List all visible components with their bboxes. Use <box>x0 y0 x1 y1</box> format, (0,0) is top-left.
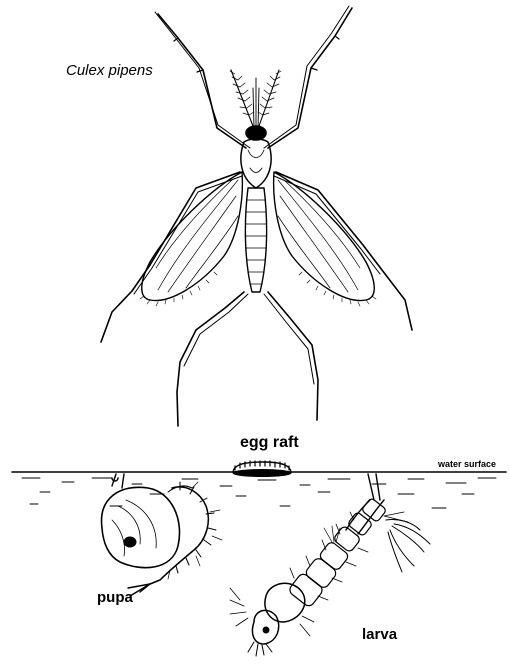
mosquito-hind-legs <box>177 292 318 426</box>
water-surface-label: water surface <box>438 459 496 469</box>
mosquito-middle-legs <box>101 172 412 342</box>
pupa-label: pupa <box>97 589 133 606</box>
species-label: Culex pipens <box>66 62 153 79</box>
mosquito-head <box>246 126 266 140</box>
mosquito-right-wing <box>274 172 376 306</box>
egg-raft-label: egg raft <box>240 434 299 452</box>
pupa-illustration <box>102 474 222 596</box>
mosquito-abdomen <box>245 188 266 292</box>
larva-illustration <box>230 474 430 656</box>
egg-raft-illustration <box>233 461 291 477</box>
water-surface-line <box>12 472 506 508</box>
mosquito-left-wing <box>140 172 242 306</box>
mosquito-antennae <box>230 70 281 128</box>
larva-label: larva <box>362 626 397 643</box>
